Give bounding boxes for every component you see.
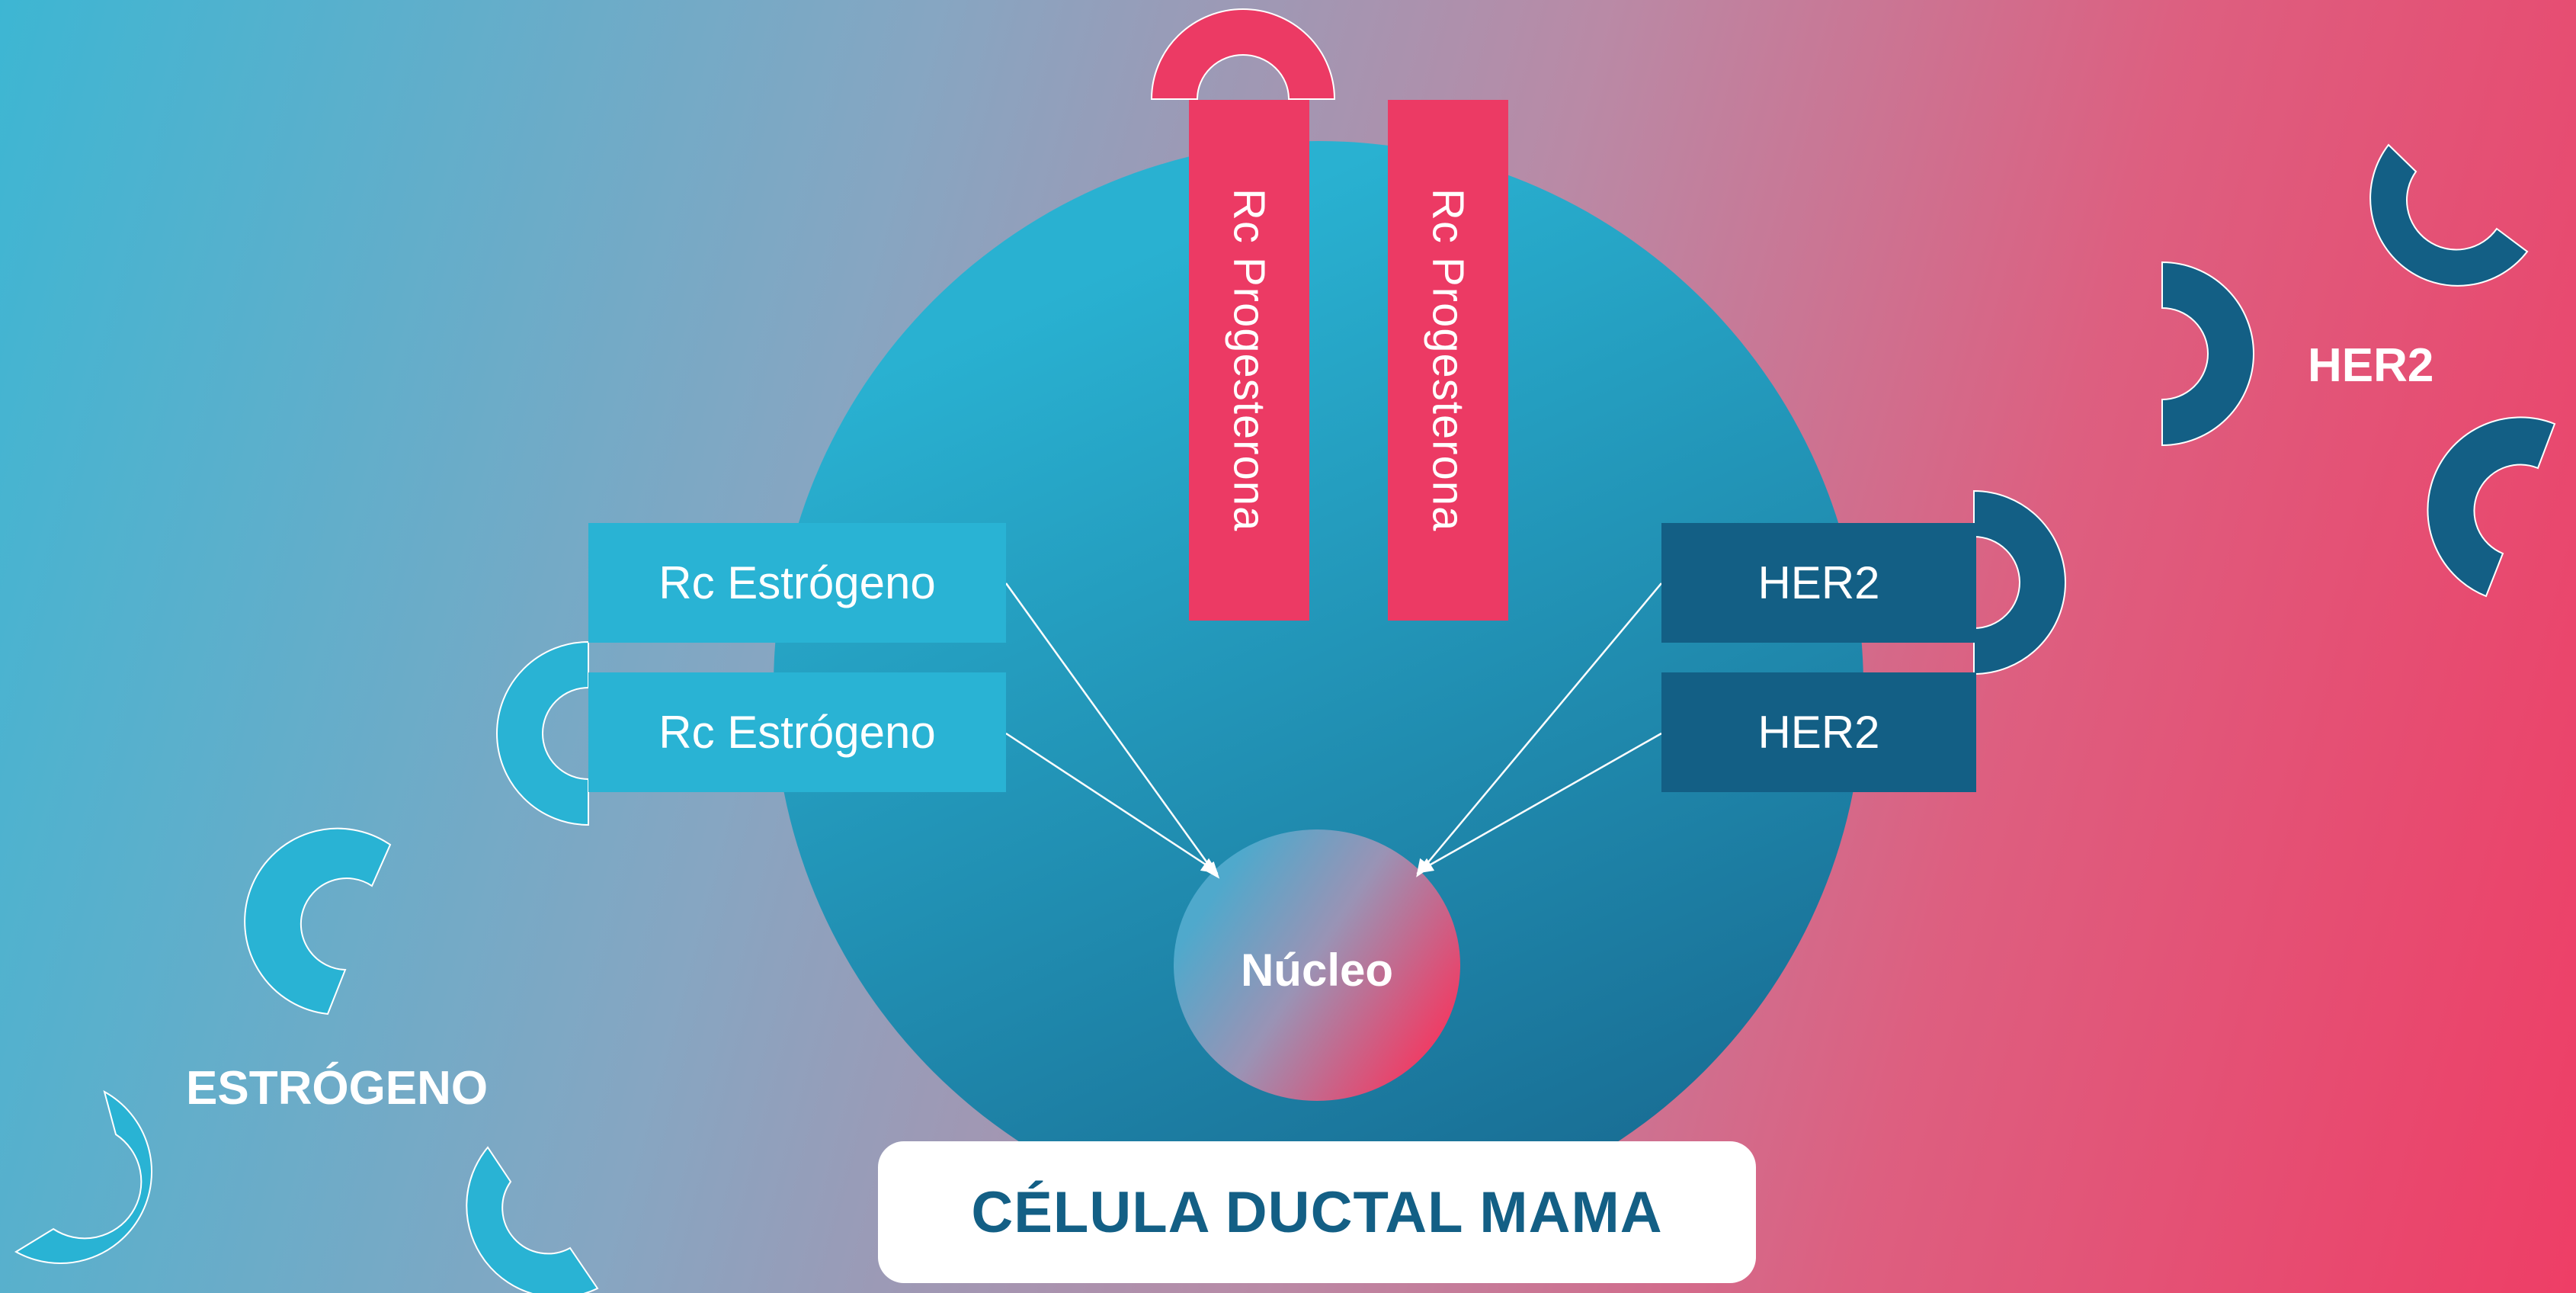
arrow-estrogen-2 <box>1005 732 1211 869</box>
her2-ligand-label: HER2 <box>2308 339 2434 392</box>
estrogen-receptor-1: Rc Estrógeno <box>588 523 1006 643</box>
bound-progesterone-ligand <box>1150 8 1336 100</box>
free-estrogen-ligand-1 <box>244 827 392 1015</box>
estrogen-receptor-1-label: Rc Estrógeno <box>658 557 936 608</box>
estrogen-receptor-2: Rc Estrógeno <box>588 672 1006 792</box>
cell-title: CÉLULA DUCTAL MAMA <box>971 1179 1663 1245</box>
free-estrogen-ligand-2 <box>14 1089 152 1264</box>
nucleus-label: Núcleo <box>1240 945 1394 996</box>
bound-her2-ligand <box>1973 489 2066 675</box>
arrow-her2-2 <box>1424 732 1662 869</box>
free-her2-ligand-3 <box>2427 416 2556 598</box>
progesterone-receptor-1: Rc Progesterona <box>1189 100 1309 621</box>
free-estrogen-ligand-3 <box>466 1146 599 1293</box>
progesterone-receptor-2-label: Rc Progesterona <box>1423 188 1473 532</box>
estrogen-receptor-2-label: Rc Estrógeno <box>658 707 936 758</box>
cell-title-box: CÉLULA DUCTAL MAMA <box>878 1141 1756 1283</box>
nucleus <box>1174 829 1460 1101</box>
free-her2-ligand-2 <box>2161 261 2254 447</box>
arrow-estrogen-1 <box>1004 582 1213 870</box>
her2-receptor-1-label: HER2 <box>1757 557 1880 608</box>
bound-estrogen-ligand <box>496 640 589 826</box>
arrowhead-her2-2 <box>1416 858 1435 874</box>
arrowhead-estrogen-2 <box>1200 858 1219 874</box>
arrow-her2-1 <box>1423 582 1662 868</box>
her2-receptor-1: HER2 <box>1661 523 1976 643</box>
her2-receptor-2-label: HER2 <box>1757 707 1880 758</box>
cell-body <box>774 141 1863 1231</box>
her2-receptor-2: HER2 <box>1661 672 1976 792</box>
progesterone-receptor-1-label: Rc Progesterona <box>1224 188 1274 532</box>
estrogen-ligand-label: ESTRÓGENO <box>186 1062 489 1115</box>
progesterone-receptor-2: Rc Progesterona <box>1388 100 1508 621</box>
free-her2-ligand-1 <box>2369 143 2529 287</box>
